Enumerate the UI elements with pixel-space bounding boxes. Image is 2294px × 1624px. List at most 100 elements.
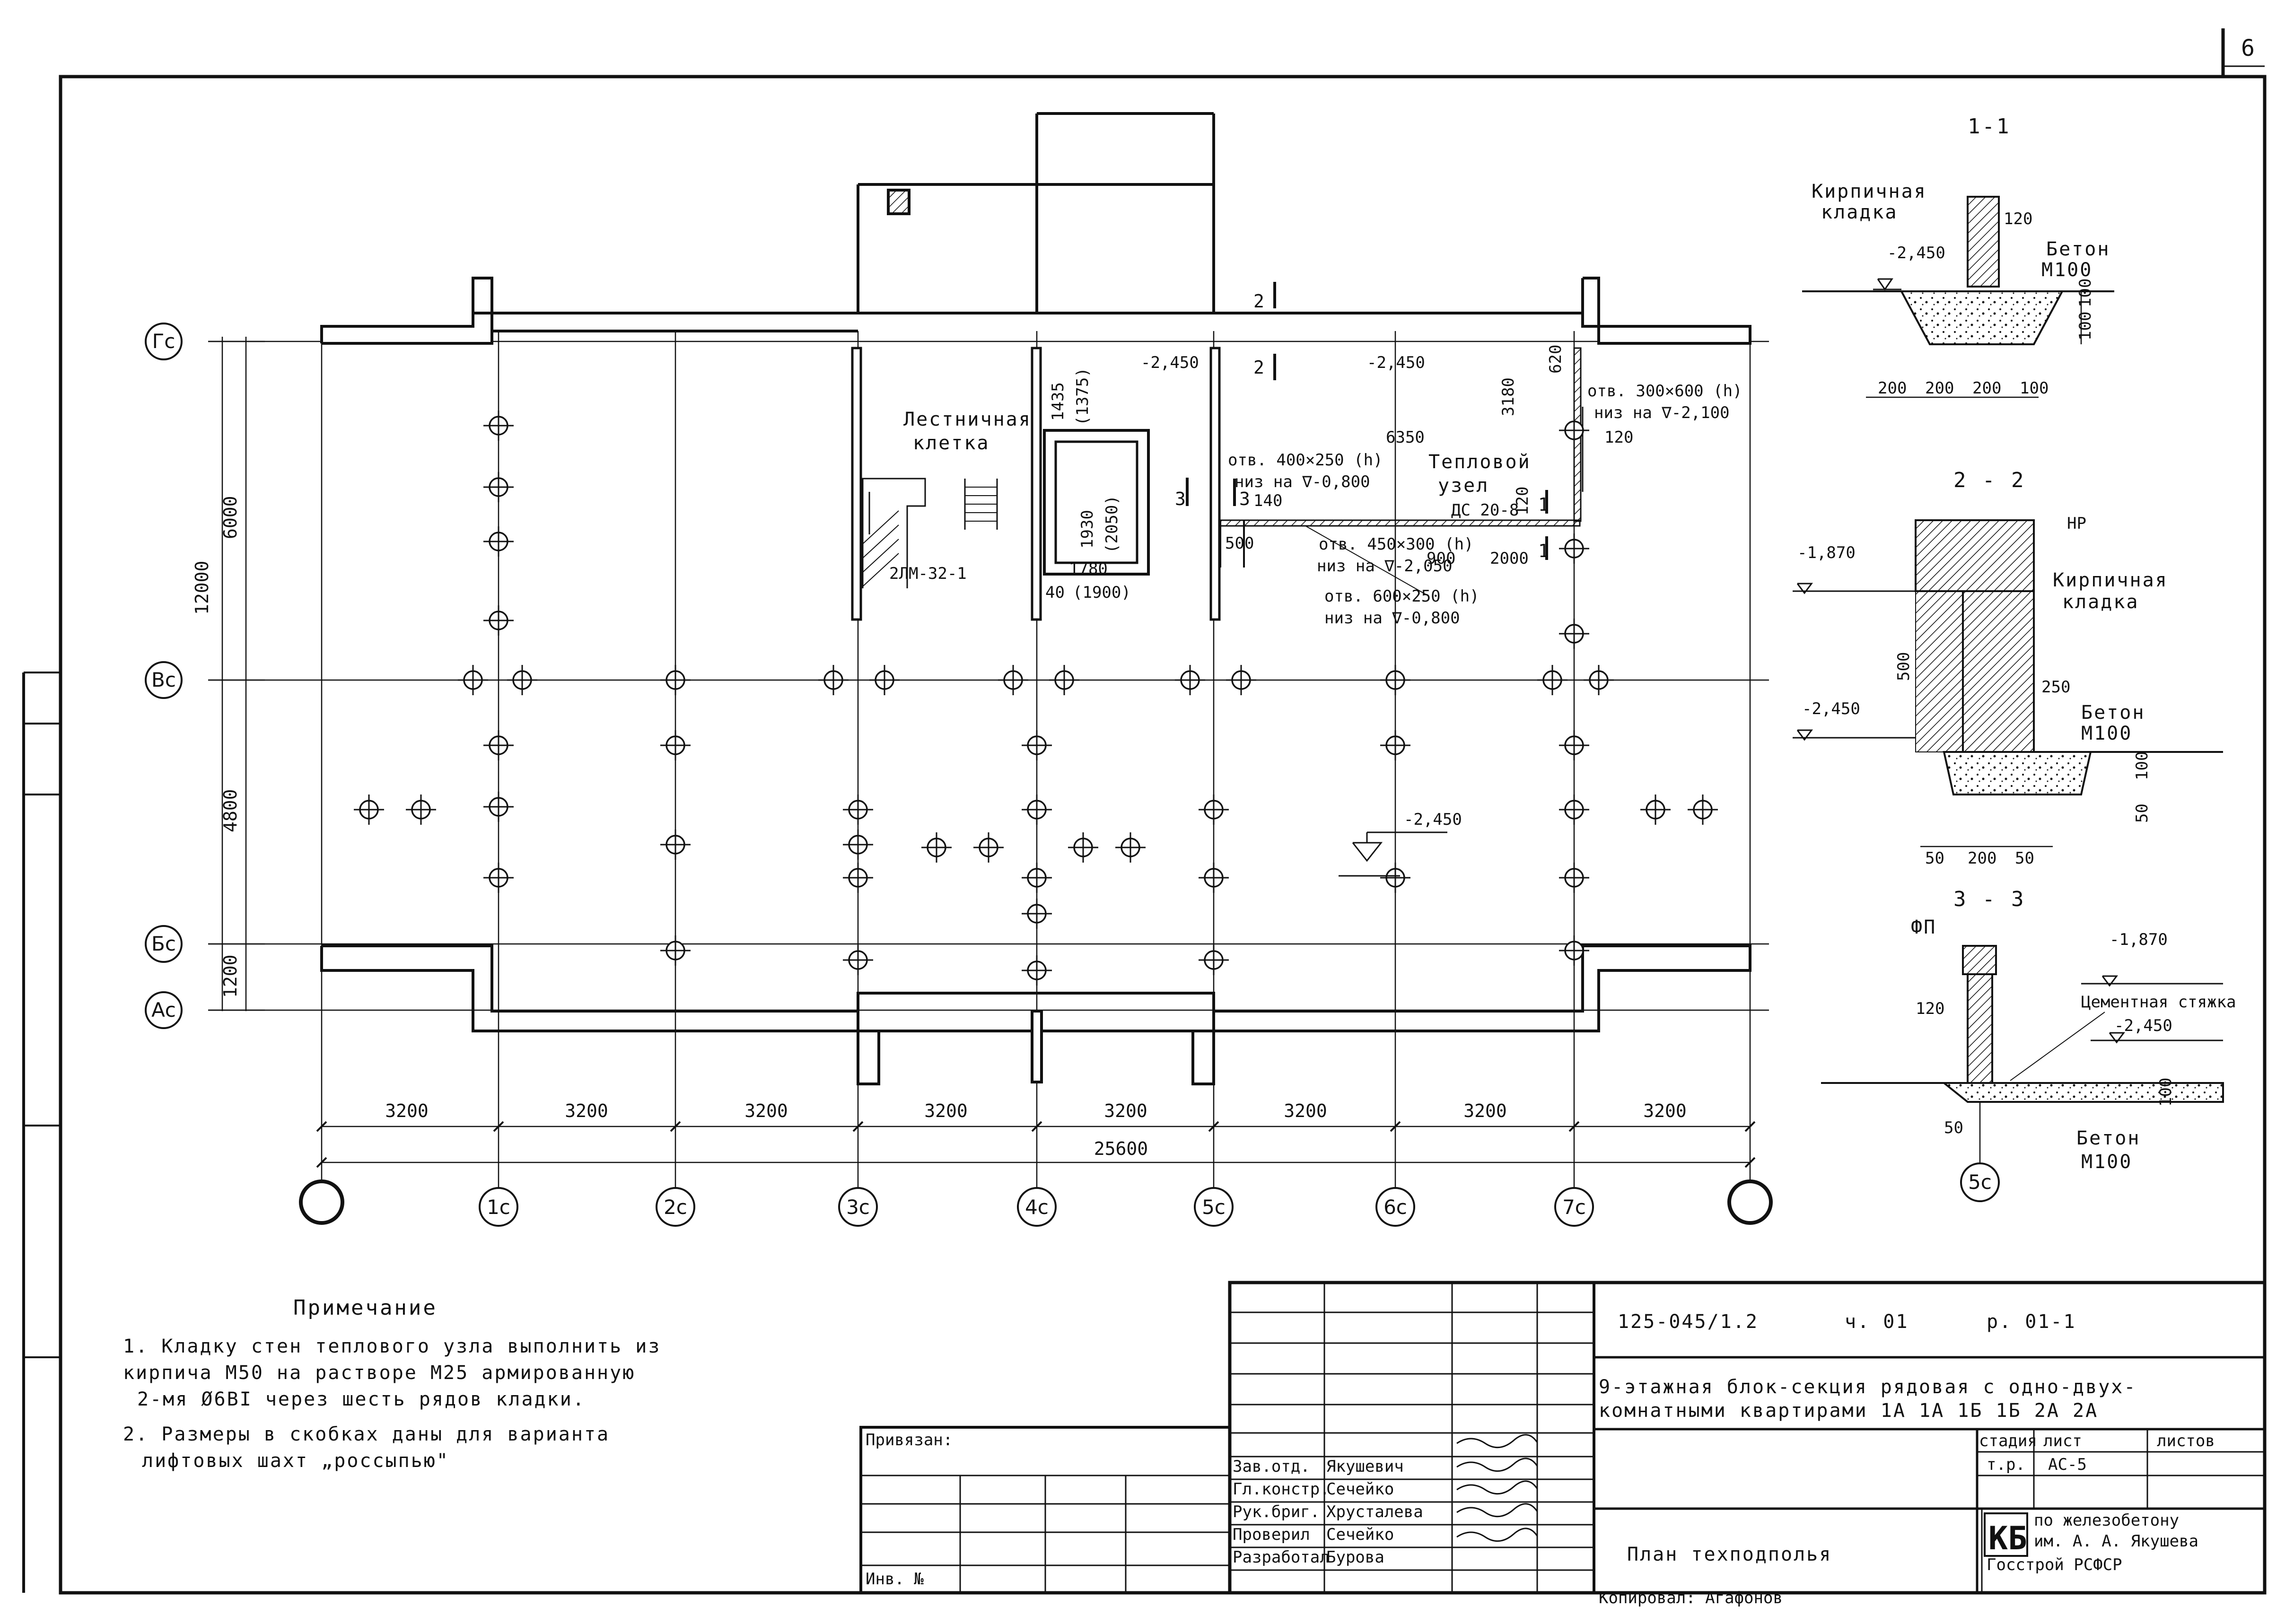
- section-mark-label: 3: [1239, 489, 1250, 509]
- section-dim: 50: [2015, 849, 2034, 868]
- staff-role: Гл.констр.: [1233, 1480, 1330, 1499]
- section-dim: 250: [2041, 678, 2070, 697]
- grid-lines: [208, 331, 1769, 1196]
- section-label: кладка: [2062, 591, 2139, 613]
- dim-label: 900: [1427, 549, 1455, 568]
- lift-dim: 1435: [1049, 382, 1068, 421]
- axis-label-ac: Ас: [151, 998, 176, 1022]
- stair-label: клетка: [913, 432, 990, 454]
- left-dim-6000: 6000: [220, 496, 241, 539]
- section-mark-label: 1: [1538, 541, 1549, 561]
- section-1-1: [1802, 196, 2114, 398]
- sheet-value: АС-5: [2048, 1455, 2087, 1474]
- heat-unit-label: узел: [1438, 475, 1489, 497]
- staff-name: Бурова: [1326, 1548, 1384, 1567]
- section-dim: 100: [2076, 312, 2095, 341]
- axis-label-vc: Вс: [151, 668, 176, 691]
- span-dim: 3200: [924, 1100, 968, 1121]
- note-line: 1. Кладку стен теплового узла выполнить …: [123, 1336, 661, 1357]
- project-part: ч. 01: [1845, 1311, 1909, 1333]
- project-section: р. 01-1: [1987, 1311, 2076, 1333]
- section-dim: 100: [2156, 1078, 2175, 1107]
- note-line: лифтовых шахт „россыпью": [142, 1450, 449, 1472]
- project-title: 9-этажная блок-секция рядовая с одно-дву…: [1599, 1376, 2136, 1398]
- opening-label: низ на ∇-0,800: [1235, 472, 1370, 491]
- section-label: М100: [2081, 1151, 2132, 1173]
- span-dim: 3200: [565, 1100, 608, 1121]
- span-dim: 3200: [1463, 1100, 1507, 1121]
- total-dim: 25600: [1094, 1138, 1148, 1159]
- opening-label: низ на ∇-0,800: [1324, 609, 1460, 628]
- dim-label: 620: [1546, 345, 1565, 374]
- span-dim: 3200: [1643, 1100, 1687, 1121]
- axis-label-5c-detail: 5с: [1968, 1170, 1992, 1194]
- section-label: Бетон: [2076, 1127, 2140, 1149]
- lift-dim: (1375): [1073, 367, 1092, 426]
- org-name: по железобетону: [2034, 1511, 2179, 1530]
- pile-marks: [354, 410, 1718, 986]
- dim-label: 6350: [1386, 428, 1425, 447]
- lift-dim: 40: [1045, 583, 1065, 602]
- door-label: ДС 20-8: [1451, 501, 1519, 520]
- section-title-3-3: 3 - 3: [1953, 887, 2025, 911]
- section-level: -1,870: [1797, 543, 1856, 562]
- section-dim: 200: [1968, 849, 1996, 868]
- section-dim: 200: [1878, 379, 1907, 398]
- dim-label: 140: [1253, 491, 1282, 510]
- left-dim-4800: 4800: [220, 789, 241, 832]
- top-walls: [320, 112, 1751, 345]
- stair-code: 2ЛМ-32-1: [889, 564, 967, 583]
- axis-label-2c: 2с: [664, 1196, 687, 1219]
- section-dim: 100: [2076, 279, 2095, 307]
- sheets-header: листов: [2157, 1432, 2215, 1450]
- section-cut-marks: [1186, 282, 1584, 560]
- section-mark-label: 1: [1538, 494, 1549, 515]
- project-title: комнатными квартирами 1А 1А 1Б 1Б 2А 2А: [1599, 1400, 2098, 1422]
- section-dim: 50: [1944, 1118, 1963, 1137]
- dim-label: 120: [1513, 487, 1532, 515]
- staff-name: Сечейко: [1326, 1480, 1394, 1499]
- level-mark: -2,450: [1404, 810, 1462, 829]
- axis-label-7c: 7с: [1562, 1196, 1586, 1219]
- opening-label: низ на ∇-2,050: [1317, 557, 1453, 576]
- section-level: -2,450: [2114, 1016, 2172, 1035]
- section-label: М100: [2081, 723, 2132, 744]
- title-block: [859, 1281, 2267, 1595]
- staff-role: Разработал: [1233, 1548, 1330, 1567]
- section-2-2: [1793, 519, 2223, 847]
- axis-label-4c: 4с: [1025, 1196, 1049, 1219]
- section-mark-label: 2: [1253, 291, 1264, 312]
- axis-label-bc: Бс: [151, 932, 176, 955]
- axis-label-3c: 3с: [846, 1196, 870, 1219]
- section-dim: 50: [1925, 849, 1944, 868]
- section-title-1-1: 1-1: [1968, 114, 2011, 139]
- span-dim: 3200: [1284, 1100, 1327, 1121]
- sheet-header: лист: [2043, 1432, 2082, 1450]
- section-mark-label: 3: [1175, 489, 1186, 509]
- axis-label-5c: 5с: [1202, 1196, 1226, 1219]
- staff-name: Сечейко: [1326, 1525, 1394, 1544]
- section-level: -2,450: [1887, 244, 1945, 262]
- inventory-label: Инв. №: [866, 1570, 924, 1589]
- basement-plan: [208, 112, 1769, 1196]
- org-name: им. А. А. Якушева: [2034, 1532, 2198, 1551]
- section-dim: 200: [1925, 379, 1954, 398]
- level-mark: -2,450: [1141, 353, 1199, 372]
- span-dim: 3200: [744, 1100, 788, 1121]
- internal-walls: [851, 347, 1582, 621]
- level-symbol: [1339, 831, 1447, 877]
- corner-mark: 6: [2241, 35, 2255, 61]
- note-line: кирпича М50 на растворе М25 армированную: [123, 1362, 635, 1384]
- axis-label-1c: 1с: [487, 1196, 510, 1219]
- section-label: М100: [2041, 259, 2093, 281]
- bound-label: Привязан:: [866, 1431, 953, 1449]
- staff-name: Хрусталева: [1326, 1502, 1423, 1521]
- section-dim: 50: [2133, 803, 2152, 823]
- stage-header: стадия: [1979, 1432, 2037, 1450]
- section-label: Бетон: [2046, 238, 2110, 260]
- section-label: кладка: [1821, 201, 1898, 223]
- pile-grid: [354, 410, 1718, 986]
- section-dim: 120: [1916, 999, 1944, 1018]
- dim-label: 2000: [1490, 549, 1529, 568]
- staff-role: Рук.бриг.: [1233, 1502, 1320, 1521]
